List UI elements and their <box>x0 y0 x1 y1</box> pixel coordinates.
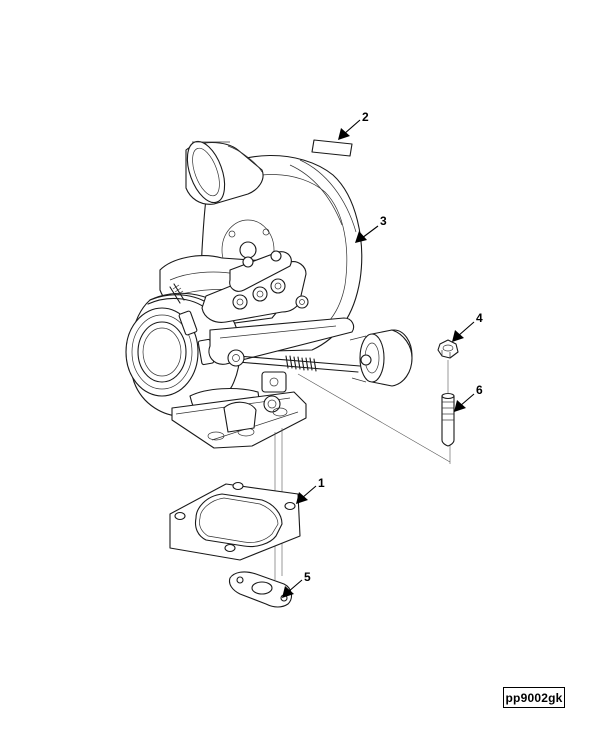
callout-2-number: 2 <box>362 110 369 124</box>
figure-id-label: pp9002gk <box>505 690 563 705</box>
callout-2: 2 <box>338 110 369 140</box>
callout-6: 6 <box>454 383 483 412</box>
callout-3-number: 3 <box>380 214 387 228</box>
turbocharger-assembly <box>125 140 413 449</box>
figure-id-box: pp9002gk <box>503 687 565 708</box>
callout-4: 4 <box>452 311 483 342</box>
callout-1: 1 <box>296 476 325 504</box>
callout-6-number: 6 <box>476 383 483 397</box>
callout-4-number: 4 <box>476 311 483 325</box>
actuator-spring <box>285 355 317 372</box>
stud <box>441 360 455 447</box>
callout-3: 3 <box>355 214 387 243</box>
callout-5-number: 5 <box>304 570 311 584</box>
plate <box>311 139 353 157</box>
gasket-large <box>169 481 301 561</box>
nut <box>437 339 459 359</box>
gasket-small <box>228 571 293 608</box>
callout-5: 5 <box>282 570 311 598</box>
callout-1-number: 1 <box>318 476 325 490</box>
